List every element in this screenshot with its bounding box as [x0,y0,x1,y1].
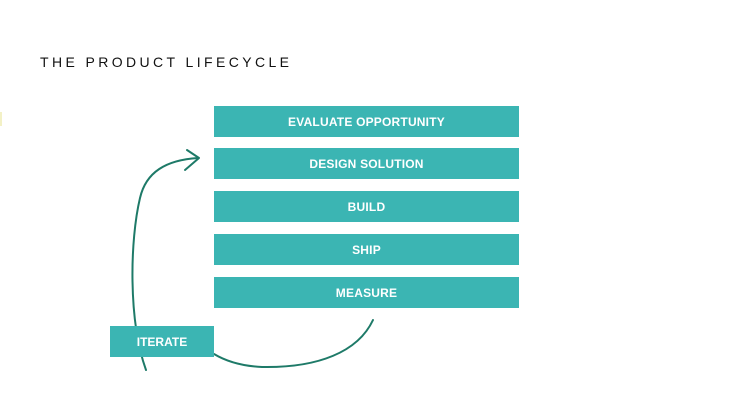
stage-evaluate-opportunity: EVALUATE OPPORTUNITY [214,106,519,137]
loop-back-arrow-line [131,157,199,371]
stage-build: BUILD [214,191,519,222]
measure-to-iterate-arrow [213,319,374,369]
edge-highlight [0,112,2,126]
stage-measure: MEASURE [214,277,519,308]
stage-ship: SHIP [214,234,519,265]
stage-design-solution: DESIGN SOLUTION [214,148,519,179]
stage-iterate: ITERATE [110,326,214,357]
slide-title: THE PRODUCT LIFECYCLE [40,54,293,70]
loop-back-arrowhead [184,149,200,171]
